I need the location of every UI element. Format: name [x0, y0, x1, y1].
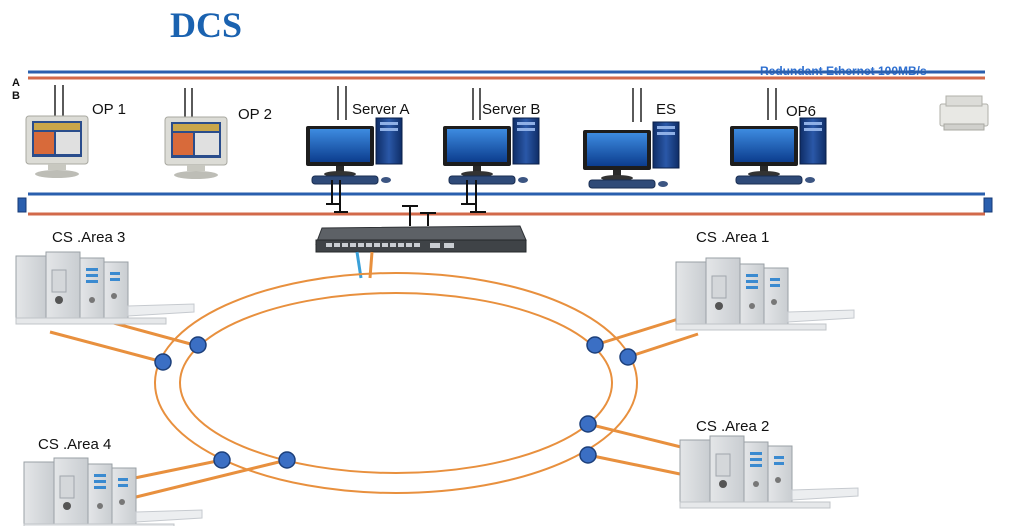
controller-label-cs-area-3: CS .Area 3	[52, 229, 126, 246]
station-label-op2: OP 2	[238, 106, 272, 123]
ring-node	[154, 353, 172, 371]
bus-b-label: B	[12, 90, 20, 102]
bus-terminator-icon	[17, 197, 27, 213]
ring-nodes	[154, 336, 637, 469]
bus-a-label: A	[12, 77, 20, 89]
ring-node	[189, 336, 207, 354]
controller-label-cs-area-4: CS .Area 4	[38, 436, 112, 453]
op1-monitor-icon	[25, 115, 89, 179]
ring-node	[579, 446, 597, 464]
station-label-op6: OP6	[786, 103, 817, 120]
server-b-computer-icon	[442, 117, 540, 185]
cs-area-3-controller-icon	[15, 251, 195, 325]
station-drops	[54, 85, 777, 122]
ring-node	[213, 451, 231, 469]
station-label-server-b: Server B	[482, 101, 541, 118]
printer-icon	[939, 95, 989, 131]
server-bus-connectors	[326, 180, 486, 226]
controller-links	[49, 314, 699, 500]
ring-node	[579, 415, 597, 433]
op2-monitor-icon	[164, 116, 228, 180]
page-title: DCS	[170, 5, 243, 45]
upper-bus	[28, 70, 985, 80]
es-computer-icon	[582, 121, 680, 189]
station-label-es: ES	[656, 101, 677, 118]
ring-node	[278, 451, 296, 469]
bus-terminator-icon	[983, 197, 993, 213]
ring-node	[586, 336, 604, 354]
ring-network	[154, 272, 638, 494]
cs-area-1-controller-icon	[675, 257, 855, 331]
network-switch-icon	[315, 225, 527, 279]
ring-inner	[179, 292, 613, 474]
lower-bus	[17, 192, 993, 216]
station-label-server-a: Server A	[352, 101, 410, 118]
controller-label-cs-area-1: CS .Area 1	[696, 229, 770, 246]
cs-area-2-controller-icon	[679, 435, 859, 509]
op6-computer-icon	[729, 117, 827, 185]
server-a-computer-icon	[305, 117, 403, 185]
ring-node	[619, 348, 637, 366]
station-label-op1: OP 1	[92, 101, 126, 118]
ring-outer	[154, 272, 638, 494]
controller-label-cs-area-2: CS .Area 2	[696, 418, 770, 435]
